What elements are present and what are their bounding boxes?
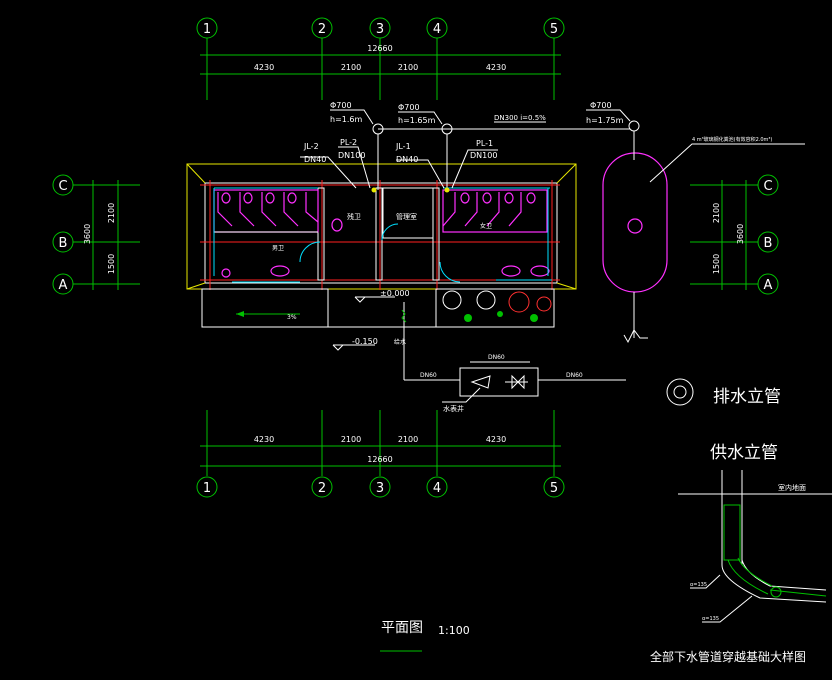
detail-angle-1: α=135 — [690, 582, 707, 588]
axis-bubble-3-bottom — [369, 476, 391, 498]
axis-label-1-top: 1 — [203, 22, 211, 37]
dim-total-bottom: 12660 — [367, 455, 392, 464]
axis-label-5-top: 5 — [550, 22, 558, 37]
drain-riser-symbol-icon — [666, 378, 694, 406]
axis-bubble-2-top — [311, 17, 333, 39]
pl2-label: PL-2 — [340, 138, 357, 147]
detail-angle-2: α=135 — [702, 616, 719, 622]
bottom-axis-group: 4230 2100 2100 4230 12660 1 2 3 4 5 — [196, 410, 565, 498]
manhole-3-dia: Φ700 — [590, 101, 612, 110]
plan-title: 平面图 — [381, 620, 423, 636]
axis-bubble-4-bottom — [426, 476, 448, 498]
plan-scale: 1:100 — [438, 624, 470, 637]
dim-seg4-bottom: 4230 — [486, 435, 506, 444]
dim-side-seg1-left: 2100 — [107, 203, 116, 223]
left-axis-group: C B A 3600 2100 1500 — [52, 174, 140, 295]
jl2-dn-label: DN40 — [304, 155, 326, 164]
axis-bubble-1-top — [196, 17, 218, 39]
axis-label-B-left: B — [59, 236, 68, 251]
slope-label: 3% — [287, 314, 297, 321]
dim-side-total-right: 3600 — [736, 224, 745, 244]
axis-bubble-5-top — [543, 17, 565, 39]
dim-side-seg2-left: 1500 — [107, 254, 116, 274]
axis-label-B-right: B — [764, 236, 773, 251]
septic-tank-icon — [602, 152, 668, 293]
septic-tank: 4 m³玻璃钢化粪池(有效容积2.0m³) — [602, 131, 805, 344]
axis-bubble-5-bottom — [543, 476, 565, 498]
axis-label-3-bottom: 3 — [376, 481, 384, 496]
top-axis-group: 1 2 3 4 5 12660 4230 2100 2100 4230 — [196, 17, 565, 100]
manhole-2-dia: Φ700 — [398, 103, 420, 112]
axis-bubble-4-top — [426, 17, 448, 39]
pl1-label: PL-1 — [476, 139, 493, 148]
manhole-3-h: h=1.75m — [586, 116, 624, 125]
dim-seg4-top: 4230 — [486, 63, 506, 72]
room-label-accessible: 残卫 — [347, 212, 361, 221]
pl1-dn-label: DN100 — [470, 151, 497, 160]
axis-label-A-left: A — [59, 278, 68, 293]
outdoor-level-label: -0.150 — [352, 337, 378, 346]
pipe-slope-label: DN300 i=0.5% — [494, 114, 546, 122]
manhole-2-h: h=1.65m — [398, 116, 436, 125]
floor-level-label: ±0.000 — [380, 289, 410, 298]
axis-bubble-A-right — [757, 273, 779, 295]
dim-seg1-top: 4230 — [254, 63, 274, 72]
jl2-label: JL-2 — [303, 142, 319, 151]
pipe-detail: 室内地面 α=135 α=135 全部下水管道穿越基础大样图 — [650, 470, 832, 664]
plan-title-block: 平面图 1:100 — [380, 620, 470, 652]
axis-bubble-C-right — [757, 174, 779, 196]
axis-bubble-1-bottom — [196, 476, 218, 498]
jl1-label: JL-1 — [395, 142, 411, 151]
dim-side-total-left: 3600 — [83, 224, 92, 244]
dim-seg3-bottom: 2100 — [398, 435, 418, 444]
axis-label-C-right: C — [763, 179, 772, 194]
manhole-3-icon — [628, 120, 640, 132]
axis-label-C-left: C — [58, 179, 67, 194]
axis-label-2-bottom: 2 — [318, 481, 326, 496]
dn60-left-label: DN60 — [420, 372, 437, 379]
dim-seg2-top: 2100 — [341, 63, 361, 72]
axis-bubble-2-bottom — [311, 476, 333, 498]
dim-seg2-bottom: 2100 — [341, 435, 361, 444]
room-label-manager: 管理室 — [396, 212, 417, 221]
dim-seg3-top: 2100 — [398, 63, 418, 72]
ground-label: 室内地面 — [778, 483, 806, 492]
detail-title: 全部下水管道穿越基础大样图 — [650, 649, 806, 664]
axis-label-4-bottom: 4 — [433, 481, 441, 496]
right-axis-group: 2100 1500 3600 C B A — [690, 174, 779, 295]
building-plan: 残卫 管理室 男卫 女卫 — [186, 163, 577, 328]
axis-label-1-bottom: 1 — [203, 481, 211, 496]
room-label-women: 女卫 — [480, 222, 492, 230]
axis-label-3-top: 3 — [376, 22, 384, 37]
axis-label-4-top: 4 — [433, 22, 441, 37]
supply-label: 给水 — [394, 338, 406, 346]
manhole-1-h: h=1.6m — [330, 115, 362, 124]
septic-note: 4 m³玻璃钢化粪池(有效容积2.0m³) — [692, 136, 772, 143]
meter-well-label: 水表井 — [443, 404, 464, 413]
axis-label-2-top: 2 — [318, 22, 326, 37]
dim-total-top: 12660 — [367, 44, 392, 53]
supply-riser-label: 供水立管 — [710, 443, 778, 463]
drain-riser-label: 排水立管 — [713, 387, 781, 407]
axis-label-5-bottom: 5 — [550, 481, 558, 496]
planter-decoration — [442, 290, 552, 322]
axis-bubble-3-top — [369, 17, 391, 39]
dim-side-seg1-right: 2100 — [712, 203, 721, 223]
dn60-right-label: DN60 — [566, 372, 583, 379]
dim-side-seg2-right: 1500 — [712, 254, 721, 274]
manhole-1-dia: Φ700 — [330, 101, 352, 110]
levels-and-supply: ±0.000 -0.150 3% 给水 DN60 DN60 DN60 水表井 — [236, 289, 626, 413]
room-label-men: 男卫 — [272, 245, 284, 252]
pl2-dn-label: DN100 — [338, 151, 365, 160]
water-meter-well — [459, 367, 539, 397]
dim-seg1-bottom: 4230 — [254, 435, 274, 444]
axis-label-A-right: A — [764, 278, 773, 293]
jl1-dn-label: DN40 — [396, 155, 418, 164]
dn60-top-label: DN60 — [488, 354, 505, 361]
pipe-annotations: Φ700 h=1.6m Φ700 h=1.65m Φ700 h=1.75m DN… — [300, 101, 640, 193]
axis-bubble-B-right — [757, 231, 779, 253]
legend: 排水立管 供水立管 — [666, 378, 781, 463]
